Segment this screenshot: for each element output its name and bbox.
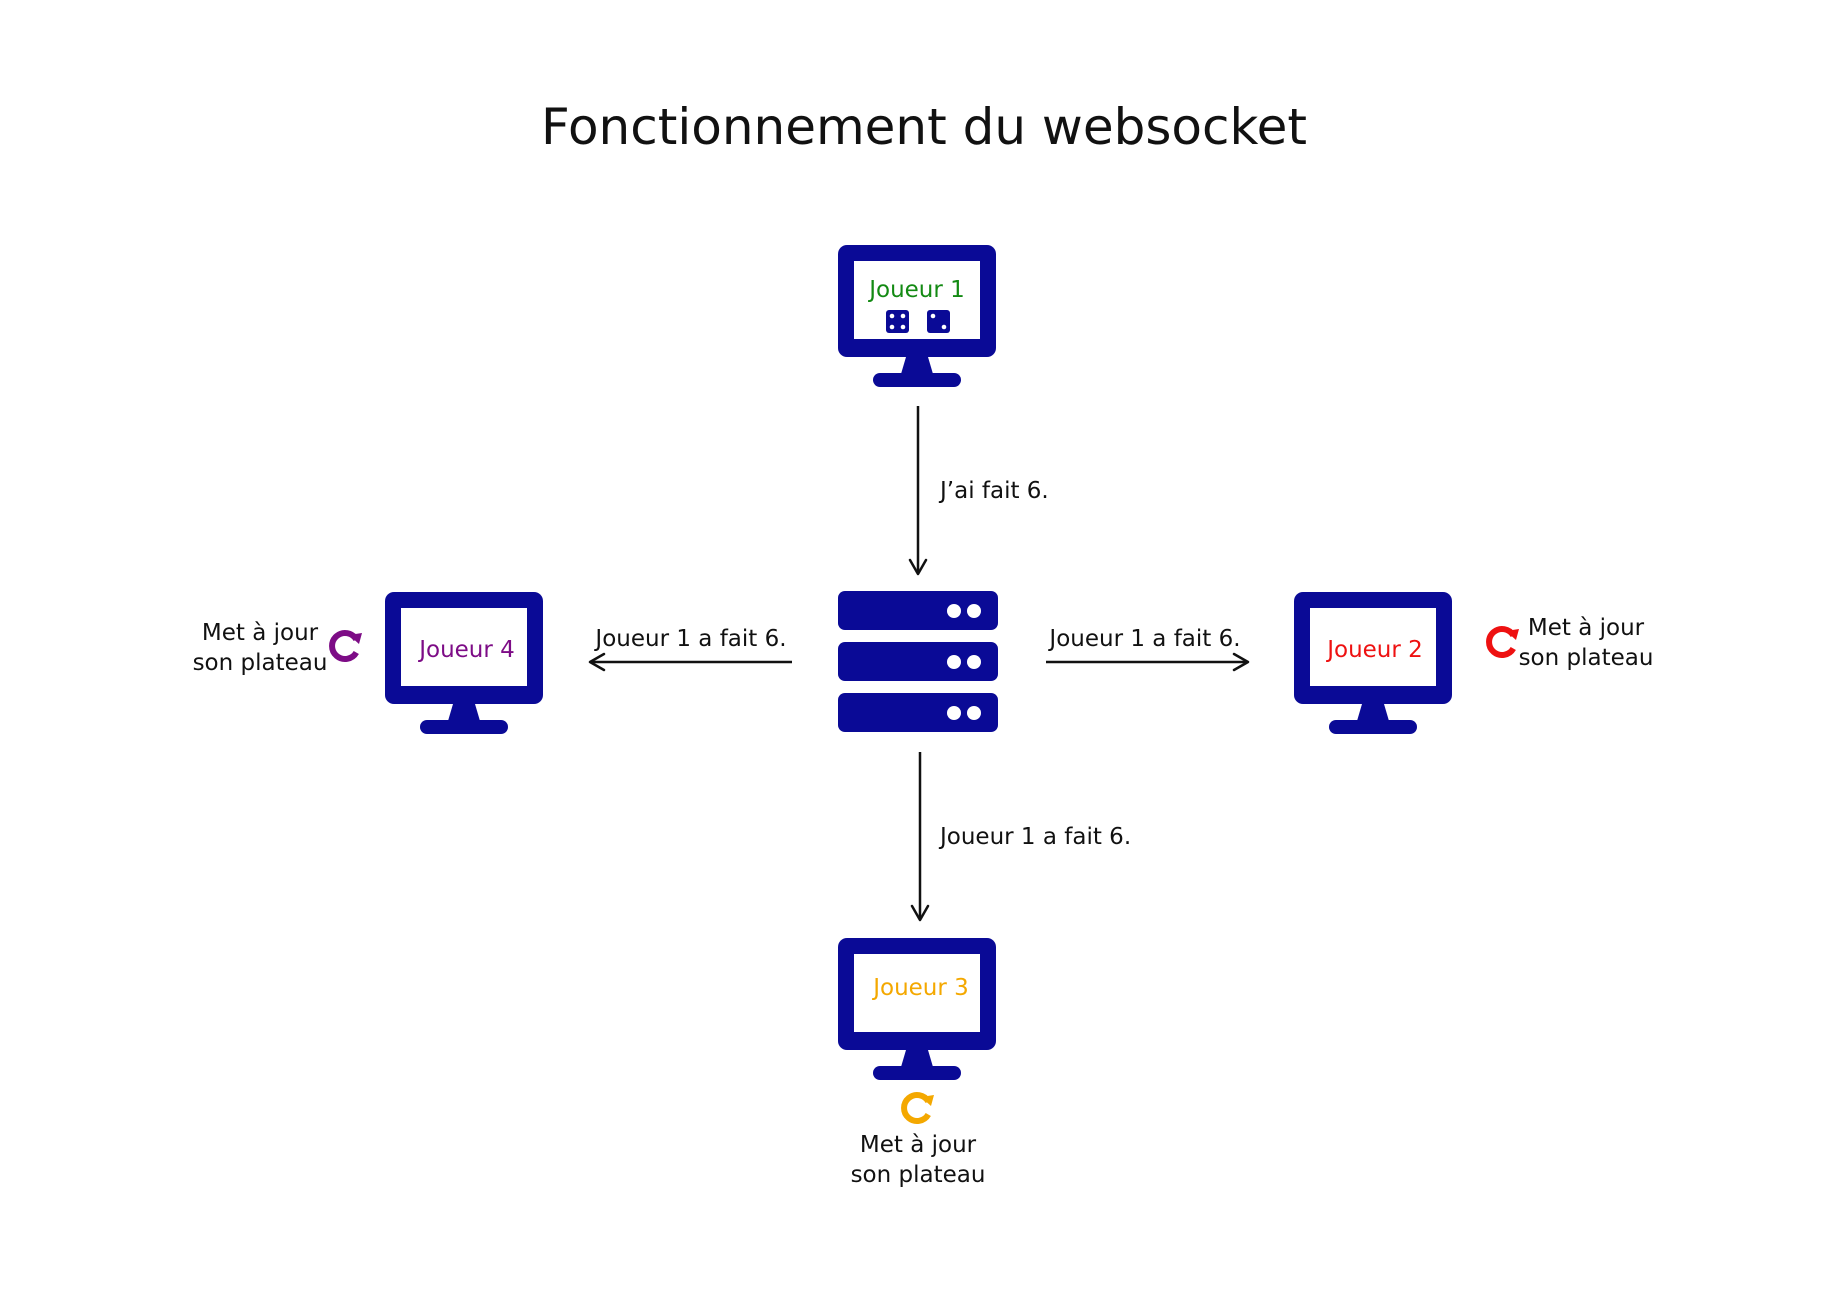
monitor-player-1: Joueur 1 bbox=[838, 245, 996, 387]
update-note-line2: son plateau bbox=[851, 1162, 986, 1188]
update-note-line1: Met à jour bbox=[202, 620, 319, 646]
monitor-player-3: Joueur 3 bbox=[838, 938, 996, 1080]
player-3-name: Joueur 3 bbox=[871, 975, 969, 1001]
monitor-icon bbox=[385, 592, 543, 734]
monitor-icon bbox=[1294, 592, 1452, 734]
update-note-line1: Met à jour bbox=[860, 1132, 977, 1158]
update-note-player-3: Met à jour son plateau bbox=[851, 1132, 986, 1188]
update-note-line2: son plateau bbox=[1519, 645, 1654, 671]
monitor-player-2: Joueur 2 bbox=[1294, 592, 1452, 734]
message-to-player4: Joueur 1 a fait 6. bbox=[593, 626, 786, 652]
player-4-name: Joueur 4 bbox=[417, 637, 515, 663]
update-note-player-4: Met à jour son plateau bbox=[193, 620, 328, 676]
page-title: Fonctionnement du websocket bbox=[541, 98, 1307, 156]
update-note-line1: Met à jour bbox=[1528, 615, 1645, 641]
dice-icon bbox=[927, 310, 950, 333]
refresh-icon bbox=[329, 630, 362, 662]
dice-icon bbox=[886, 310, 909, 333]
player-1-name: Joueur 1 bbox=[867, 277, 965, 303]
refresh-icon bbox=[1486, 626, 1519, 658]
refresh-icon bbox=[901, 1092, 934, 1124]
message-to-player2: Joueur 1 a fait 6. bbox=[1047, 626, 1240, 652]
monitor-icon bbox=[838, 245, 996, 387]
update-note-line2: son plateau bbox=[193, 650, 328, 676]
server-icon bbox=[838, 591, 998, 732]
message-to-server: J’ai fait 6. bbox=[938, 478, 1049, 504]
monitor-icon bbox=[838, 938, 996, 1080]
monitor-player-4: Joueur 4 bbox=[385, 592, 543, 734]
player-2-name: Joueur 2 bbox=[1325, 637, 1423, 663]
message-to-player3: Joueur 1 a fait 6. bbox=[938, 824, 1131, 850]
update-note-player-2: Met à jour son plateau bbox=[1519, 615, 1654, 671]
